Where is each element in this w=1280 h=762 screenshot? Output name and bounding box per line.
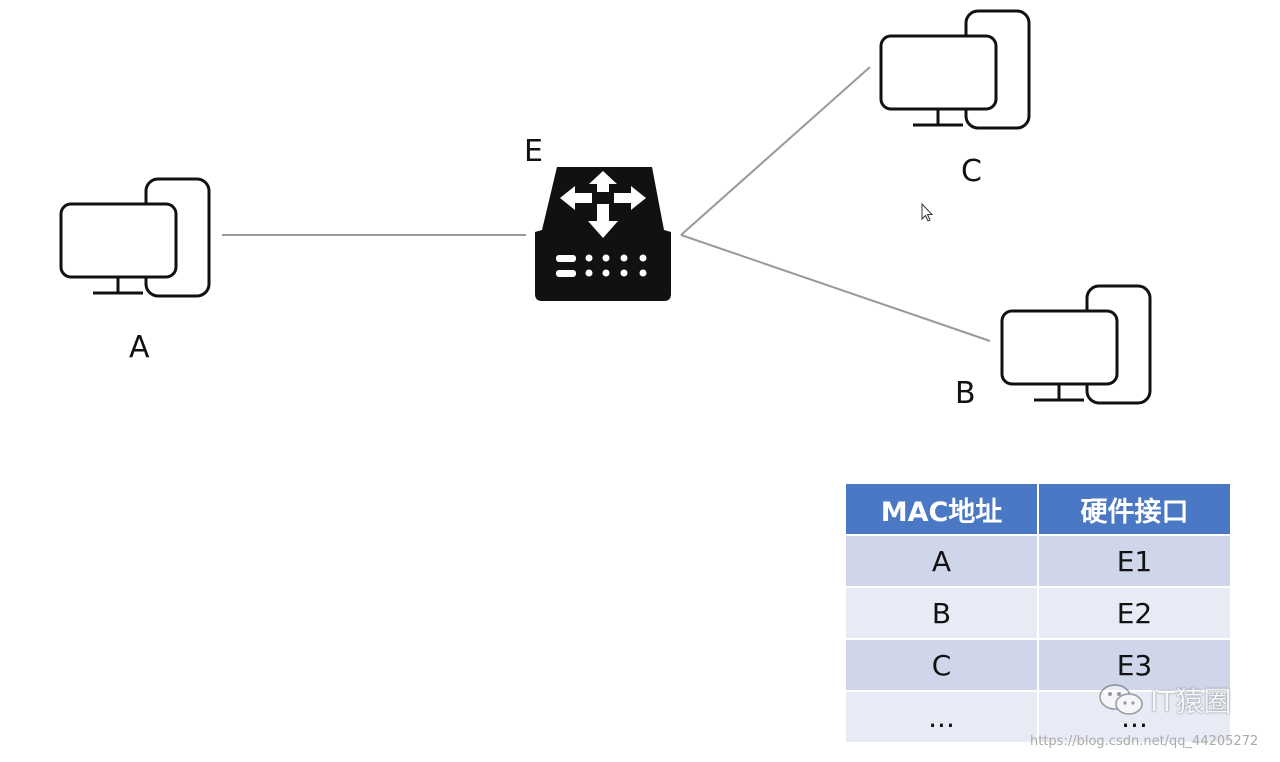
label-a: A — [129, 330, 150, 365]
host-a-computer-icon — [59, 177, 211, 298]
watermark-text: IT猿圈 — [1150, 685, 1232, 718]
label-b: B — [955, 376, 976, 411]
cell-mac: A — [846, 536, 1039, 588]
cell-interface: E1 — [1039, 536, 1230, 588]
table-row: C E3 — [846, 640, 1230, 692]
table-header-row: MAC地址 硬件接口 — [846, 484, 1230, 536]
cell-mac: ... — [846, 692, 1039, 744]
cell-interface: E2 — [1039, 588, 1230, 640]
label-c: C — [961, 154, 982, 189]
link-e-b — [680, 234, 991, 342]
link-e-c — [680, 66, 871, 236]
cell-interface: E3 — [1039, 640, 1230, 692]
mac-address-table: MAC地址 硬件接口 A E1 B E2 C E3 ... ... — [846, 484, 1230, 744]
label-e: E — [524, 134, 543, 169]
header-hardware-interface: 硬件接口 — [1039, 484, 1230, 536]
mouse-cursor-icon — [921, 202, 934, 222]
table-row: A E1 — [846, 536, 1230, 588]
watermark: IT猿圈 — [1098, 680, 1231, 720]
cell-mac: B — [846, 588, 1039, 640]
watermark-url: https://blog.csdn.net/qq_44205272 — [1030, 734, 1259, 749]
table-row: B E2 — [846, 588, 1230, 640]
header-mac-address: MAC地址 — [846, 484, 1039, 536]
cell-mac: C — [846, 640, 1039, 692]
switch-e-icon — [535, 167, 671, 301]
host-c-computer-icon — [879, 9, 1031, 130]
host-b-computer-icon — [1000, 284, 1152, 405]
wechat-icon — [1099, 684, 1143, 715]
